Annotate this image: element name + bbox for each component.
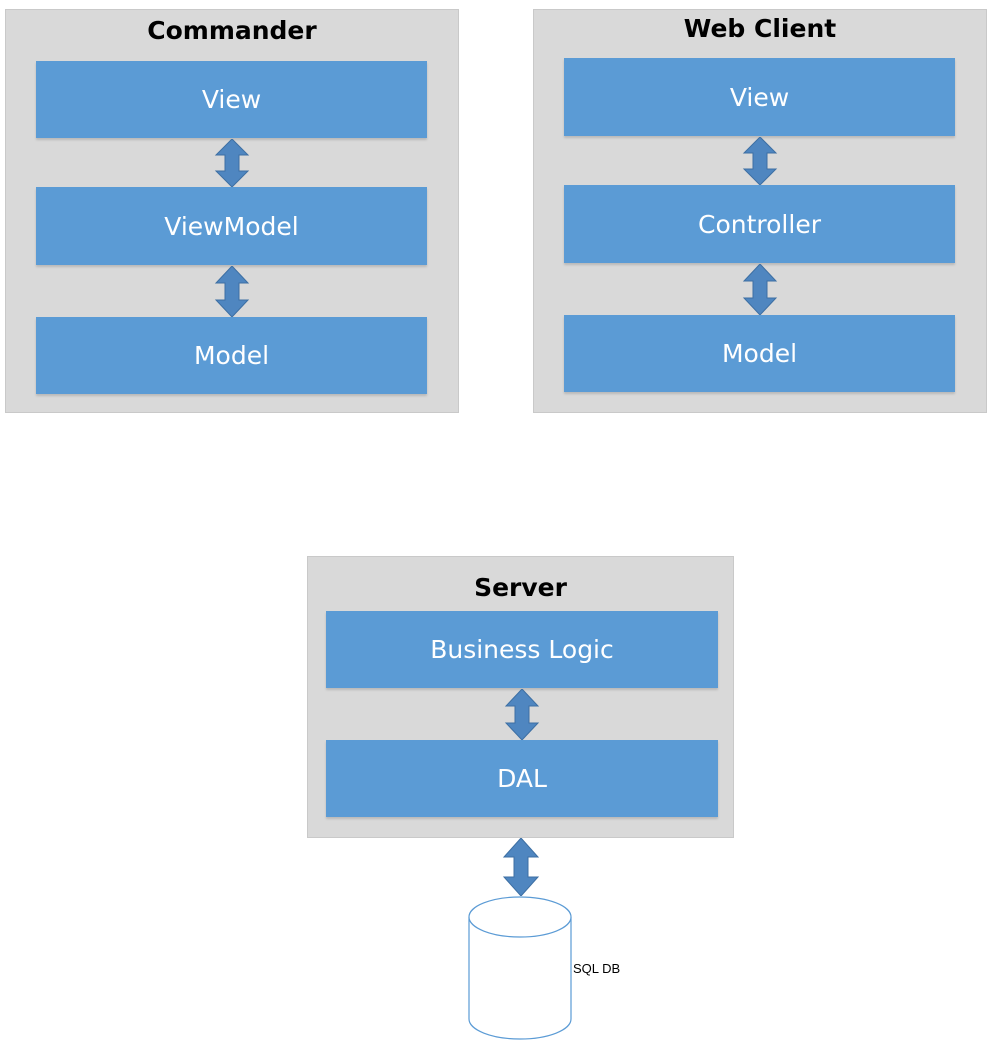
web-client-controller-box: Controller	[564, 185, 955, 263]
server-db-arrow	[502, 838, 540, 896]
web-client-title: Web Client	[683, 14, 837, 43]
commander-viewmodel-box: ViewModel	[36, 187, 427, 265]
web-client-view-box: View	[564, 58, 955, 136]
commander-viewmodel-model-arrow	[214, 266, 250, 317]
commander-model-box: Model	[36, 317, 427, 394]
business-logic-box: Business Logic	[326, 611, 718, 688]
database-label: SQL DB	[573, 961, 621, 976]
business-logic-dal-arrow	[504, 689, 540, 740]
commander-view-viewmodel-arrow	[214, 139, 250, 187]
dal-box: DAL	[326, 740, 718, 817]
web-client-view-controller-arrow	[742, 137, 778, 185]
commander-view-box: View	[36, 61, 427, 138]
database-cylinder-icon	[468, 896, 572, 1040]
web-client-controller-model-arrow	[742, 264, 778, 315]
web-client-model-box: Model	[564, 315, 955, 392]
commander-title: Commander	[147, 16, 317, 45]
server-title: Server	[474, 573, 567, 602]
